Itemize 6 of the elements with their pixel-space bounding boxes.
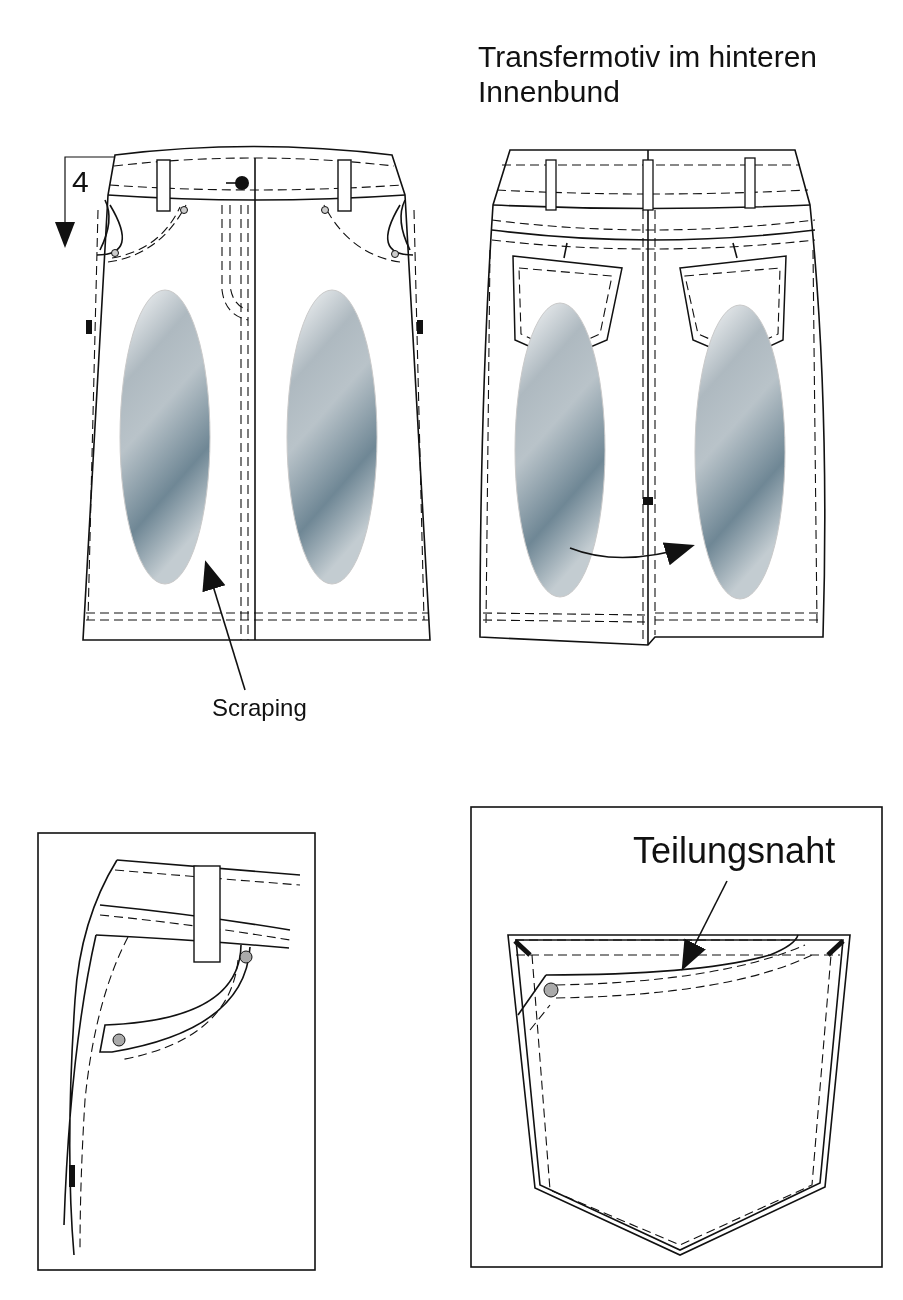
leader-line <box>202 560 246 691</box>
leader-line <box>681 880 728 971</box>
note-text: Transfermotiv im hinteren Innenbund <box>478 40 818 109</box>
callout-label: Scraping <box>212 694 307 722</box>
callout-label: Teilungsnaht <box>633 830 836 872</box>
dimension-value: 4 <box>72 165 89 200</box>
